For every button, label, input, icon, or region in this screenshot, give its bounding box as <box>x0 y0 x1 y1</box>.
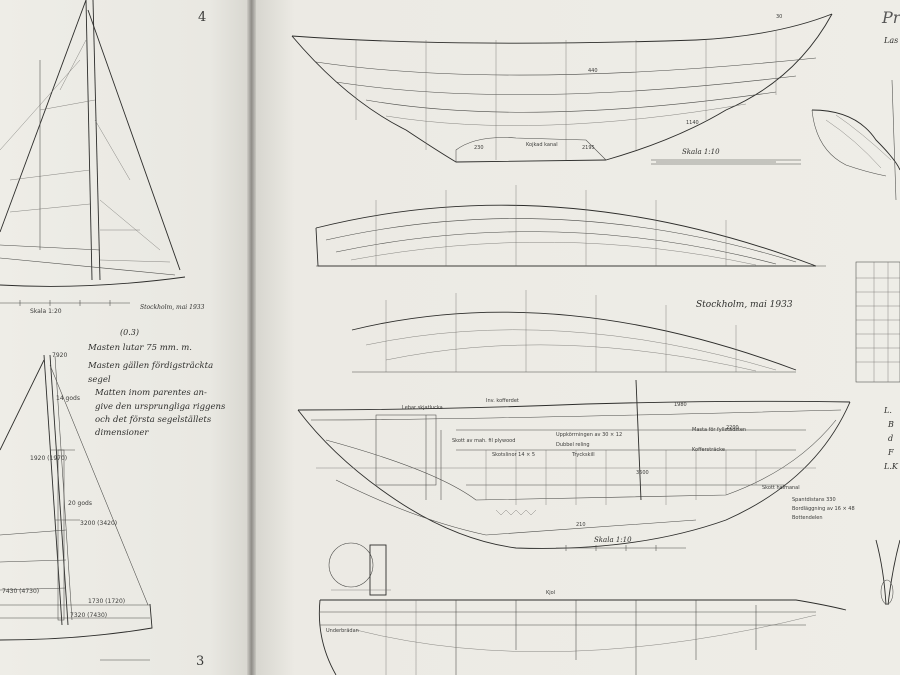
drawing-label: Inv. kofferdet <box>486 398 519 404</box>
note-line: Masten lutar 75 mm. m. <box>88 343 193 353</box>
note-line: Masten gällen fördigsträckta <box>88 361 214 371</box>
dimension: 210 <box>576 522 586 528</box>
note-line: give den ursprungliga riggens <box>95 402 226 412</box>
right-page: Pr Skala 1:10 Skala 1:10 Stockholm, mai … <box>256 0 900 675</box>
scale-label-upper: Skala 1:10 <box>682 148 720 156</box>
drawing-label: Spantdistans 330 <box>792 497 836 503</box>
edge-label: d <box>888 434 894 443</box>
page-title-fragment: Pr <box>882 8 900 27</box>
note-line: och det första segelställets <box>95 415 212 425</box>
edge-label: Las <box>884 36 899 45</box>
drawing-label: Dubbel reling <box>556 442 590 448</box>
rig-dimension: 3200 (3420) <box>80 520 118 527</box>
drawing-label: Skotslinor 14 × 5 <box>492 452 536 458</box>
dimension: 30 <box>776 14 783 20</box>
dimension: 230 <box>474 145 484 151</box>
drawing-label: Kjol <box>546 590 556 596</box>
rig-dimension: 7920 <box>52 352 68 359</box>
drawing-label: Koffersträcke <box>692 447 725 453</box>
edge-label: L.K <box>884 462 898 471</box>
drawing-label: Bordläggning av 16 × 48 <box>792 506 855 512</box>
left-page: 4 3 <box>0 0 247 675</box>
drawing-label: Tryckskill <box>572 452 595 458</box>
drawing-label: Kojkad kanal <box>526 142 558 148</box>
signature: Stockholm, mai 1933 <box>696 300 793 310</box>
dimension: 3600 <box>636 470 649 476</box>
hull-lines-drawing <box>291 13 900 675</box>
rig-dimension: 1730 (1720) <box>88 598 126 605</box>
note-number: (0.3) <box>120 328 139 337</box>
book-gutter <box>247 0 256 675</box>
dimension: 1980 <box>674 402 687 408</box>
drawing-label: Skott halmanal <box>762 485 800 491</box>
dimension: 440 <box>588 68 598 74</box>
rig-dimension: 7430 (4730) <box>2 588 40 595</box>
sail-plan-drawing <box>0 0 186 661</box>
page-number-top: 4 <box>198 10 207 25</box>
dimension: 1140 <box>686 120 699 126</box>
scale-label-lower: Skala 1:10 <box>594 536 632 544</box>
note-line: segel <box>88 375 111 385</box>
drawing-label: Bottendelen <box>792 515 823 521</box>
dimension: 2195 <box>582 145 595 151</box>
signature-top: Stockholm, mai 1933 <box>140 304 205 311</box>
edge-label: B <box>888 420 894 429</box>
drawing-label: Underbrädan <box>326 628 359 634</box>
edge-label: L. <box>884 406 892 415</box>
rig-dimension: 14 gods <box>56 395 80 402</box>
rig-dimension: 20 gods <box>68 500 92 507</box>
drawing-label: Lebar skjatlucka <box>402 405 443 411</box>
drawing-label: Uppkörrningen av 30 × 12 <box>556 432 623 438</box>
note-line: Matten inom parentes an- <box>95 388 207 398</box>
page-number-bottom: 3 <box>196 654 205 669</box>
rig-dimension: 1920 (1970) <box>30 455 68 462</box>
drawing-label: Skott av mah. fil plywood <box>452 438 516 444</box>
drawing-label: Masta för fyllstädsten <box>692 427 747 433</box>
rig-dimension: 7320 (7430) <box>70 612 108 619</box>
edge-label: F <box>888 448 894 457</box>
note-line: dimensioner <box>95 428 149 438</box>
dimension: 2200 <box>726 425 739 431</box>
scale-label-top: Skala 1:20 <box>30 308 62 315</box>
